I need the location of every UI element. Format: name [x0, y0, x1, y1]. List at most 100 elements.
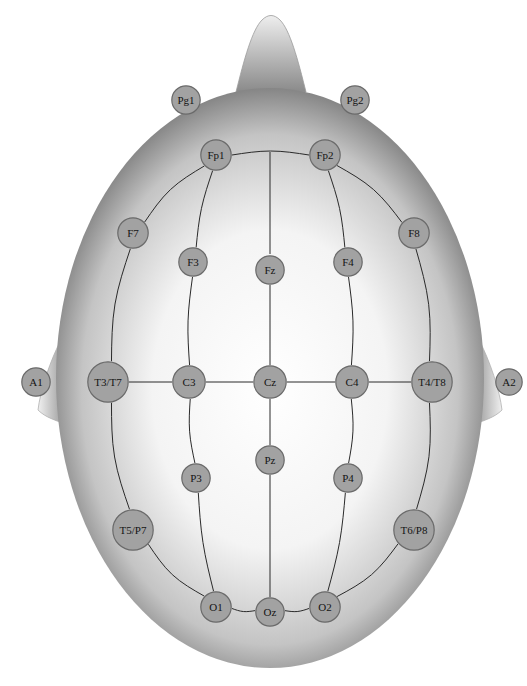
electrode-disc [334, 248, 362, 276]
electrode-disc [256, 598, 284, 626]
electrode-link [232, 608, 255, 611]
electrode-disc [113, 510, 153, 550]
electrode-circle: Fz [255, 255, 285, 285]
electrode-circle: F7 [117, 217, 149, 249]
electrode-disc [201, 592, 231, 622]
electrode-circle: O1 [200, 591, 232, 623]
electrode-link [198, 493, 213, 591]
electrode-label: F7 [127, 228, 139, 239]
electrode-link [349, 277, 354, 365]
electrode-link [337, 544, 398, 597]
electrode-disc [496, 369, 522, 395]
electrode-circle: O2 [309, 591, 341, 623]
electrode-label: Fp2 [316, 150, 333, 161]
electrode-circle: C3 [172, 365, 206, 399]
electrode-label: T3/T7 [94, 377, 122, 388]
electrode-circle: Pg2 [340, 85, 370, 115]
electrode-link [328, 493, 346, 591]
electrode-label: C4 [346, 377, 359, 388]
electrode-label: O1 [209, 602, 222, 613]
electrode-link [188, 277, 193, 365]
electrode-link [148, 544, 204, 596]
electrode-disc [254, 366, 286, 398]
electrode-circle: Pg1 [171, 85, 201, 115]
electrode-label: Fp1 [207, 150, 224, 161]
electrode-circle: F3 [178, 247, 208, 277]
electrode-label: A1 [29, 377, 42, 388]
electrode-disc [201, 140, 231, 170]
electrode-disc [172, 86, 200, 114]
electrode-disc [310, 592, 340, 622]
electrode-disc [399, 218, 429, 248]
electrode-circle: P3 [181, 463, 211, 493]
electrode-link [417, 403, 431, 509]
electrode-label: C3 [183, 377, 196, 388]
electrode-label: Cz [264, 377, 276, 388]
scalp [56, 88, 484, 668]
electrode-disc [118, 218, 148, 248]
electrode-disc [256, 446, 284, 474]
electrode-label: F4 [342, 257, 354, 268]
electrode-label: Pg1 [177, 95, 194, 106]
electrode-link [196, 171, 212, 248]
electrode-label: P4 [342, 473, 354, 484]
electrode-link [270, 475, 271, 597]
electrode-circle: Oz [255, 597, 285, 627]
electrode-link [287, 382, 335, 383]
electrode-circle: T4/T8 [411, 361, 453, 403]
electrode-circle: F8 [398, 217, 430, 249]
electrode-disc [179, 248, 207, 276]
electrode-label: Fz [265, 265, 276, 276]
nose [236, 16, 306, 93]
electrode-disc [310, 140, 340, 170]
electrode-label: F8 [408, 228, 420, 239]
electrode-circle: T5/P7 [112, 509, 154, 551]
electrode-circle: A1 [21, 367, 51, 397]
electrode-link [349, 399, 353, 463]
electrode-label: P3 [190, 473, 202, 484]
electrode-label: A2 [502, 377, 515, 388]
electrode-link [270, 285, 271, 365]
electrode-disc [336, 366, 368, 398]
electrode-link [111, 403, 129, 510]
electrode-link [111, 249, 130, 362]
electrode-link [189, 399, 195, 463]
electrode-link [145, 166, 205, 222]
electrode-circle: A2 [495, 368, 523, 396]
electrode-link [328, 171, 344, 248]
electrode-disc [394, 510, 434, 550]
electrode-circle: Cz [253, 365, 287, 399]
electrode-disc [412, 362, 452, 402]
electrode-link [369, 382, 411, 383]
electrode-label: Oz [264, 607, 277, 618]
electrode-circle: T3/T7 [87, 361, 129, 403]
electrode-disc [22, 368, 50, 396]
electrode-circle: P4 [333, 463, 363, 493]
electrode-link [416, 249, 430, 361]
electrode-circle: Pz [255, 445, 285, 475]
electrode-label: T5/P7 [120, 525, 147, 536]
electrode-circle: T6/P8 [393, 509, 435, 551]
electrode-link [270, 399, 271, 445]
electrode-label: Pg2 [346, 95, 363, 106]
electrode-circle: Fp2 [309, 139, 341, 171]
electrode-disc [88, 362, 128, 402]
electrode-disc [173, 366, 205, 398]
electrode-disc [182, 464, 210, 492]
electrode-disc [256, 256, 284, 284]
electrode-circle: Fp1 [200, 139, 232, 171]
midline [270, 152, 271, 254]
electrode-link [206, 382, 253, 383]
electrode-circle: F4 [333, 247, 363, 277]
electrode-link [285, 608, 309, 611]
electrode-label: O2 [318, 602, 331, 613]
electrode-label: T6/P8 [401, 525, 428, 536]
electrode-circle: C4 [335, 365, 369, 399]
electrode-disc [341, 86, 369, 114]
electrode-label: F3 [187, 257, 199, 268]
electrode-label: T4/T8 [418, 377, 446, 388]
electrode-link [337, 166, 402, 223]
